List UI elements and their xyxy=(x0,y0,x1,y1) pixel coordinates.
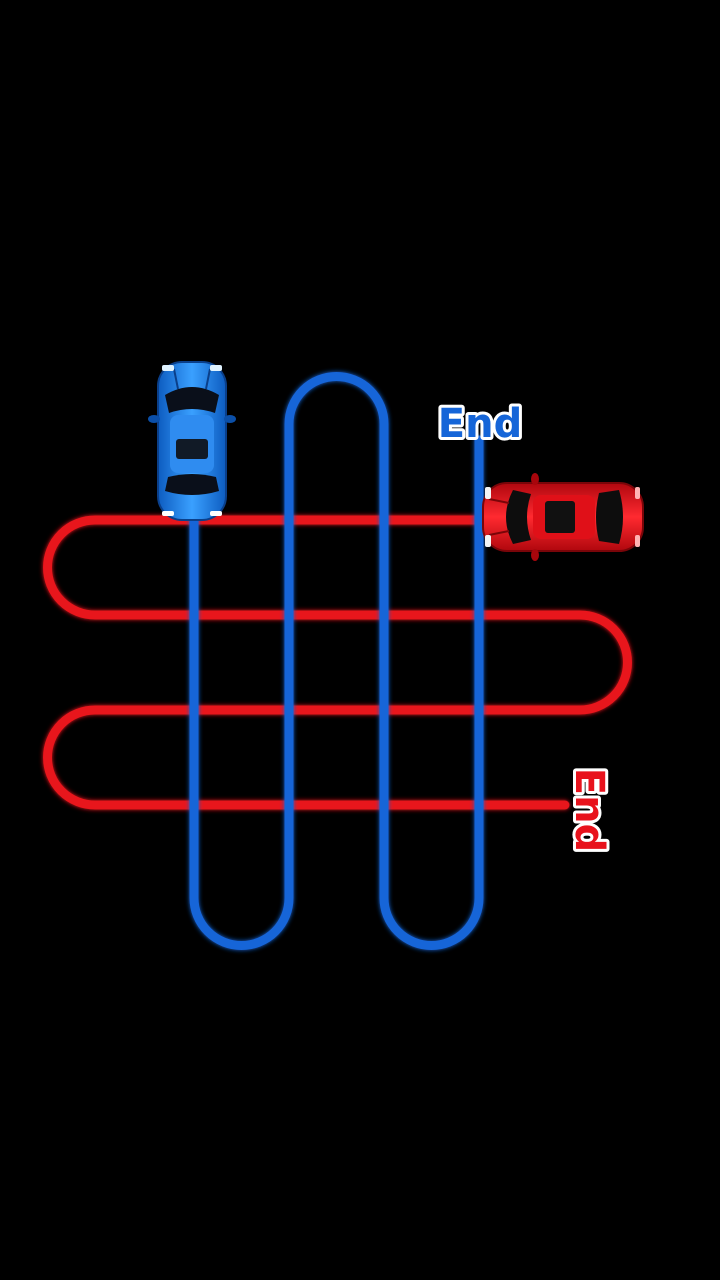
red-track xyxy=(43,515,632,810)
blue-end-label: End xyxy=(438,401,522,447)
red-car-icon[interactable] xyxy=(482,473,644,561)
red-end-label: End xyxy=(566,768,612,852)
blue-car-icon[interactable] xyxy=(148,361,236,521)
blue-track xyxy=(189,372,484,950)
